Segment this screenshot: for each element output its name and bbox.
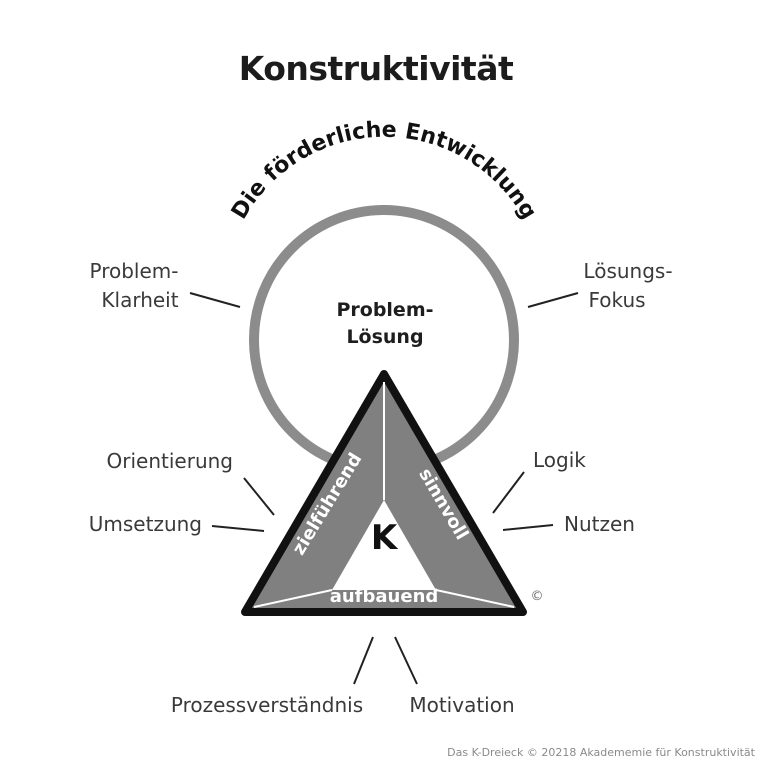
divider-right: [435, 589, 515, 608]
connector-nutzen: [502, 524, 554, 531]
connector-motivation: [394, 636, 418, 685]
label-orientierung: Orientierung: [107, 449, 233, 473]
label-motivation: Motivation: [409, 693, 514, 717]
connector-prozessverstaendnis: [353, 636, 374, 685]
label-problem-klarheit-line-1: Problem-: [90, 259, 179, 283]
copyright-mark: ©: [531, 589, 544, 604]
bottom-side-label: aufbauend: [330, 586, 439, 607]
footer-credit: Das K-Dreieck © 20218 Akadememie für Kon…: [447, 746, 756, 759]
connector-logik: [492, 471, 525, 514]
label-nutzen: Nutzen: [564, 512, 635, 536]
label-problem-klarheit-line-2: Klarheit: [101, 288, 178, 312]
label-umsetzung: Umsetzung: [89, 512, 202, 536]
connector-orientierung: [243, 477, 275, 516]
connector-loesungs-fokus: [527, 292, 579, 308]
label-logik: Logik: [533, 448, 586, 472]
label-loesungs-fokus-line-1: Lösungs-: [583, 259, 672, 283]
page-title: Konstruktivität: [239, 49, 514, 88]
triangle-center-k: K: [371, 518, 399, 558]
ring-center-line-2: Lösung: [346, 326, 423, 348]
label-loesungs-fokus-line-2: Fokus: [588, 288, 645, 312]
ring-center-line-1: Problem-: [336, 299, 433, 321]
label-prozessverstaendnis: Prozessverständnis: [171, 693, 363, 717]
connector-problem-klarheit: [189, 292, 241, 308]
connector-umsetzung: [211, 525, 265, 532]
divider-left: [253, 589, 333, 608]
inner-triangle: [332, 500, 436, 590]
